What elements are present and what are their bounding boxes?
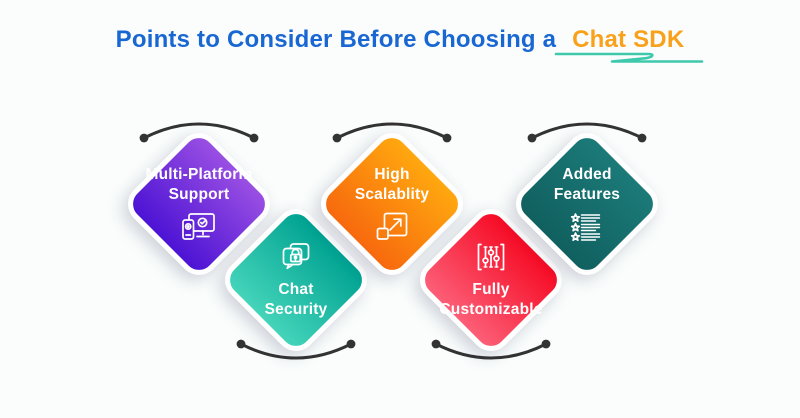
connector-arc-icon — [332, 122, 452, 143]
connector-arc-icon — [527, 122, 647, 143]
star-list-icon — [569, 211, 605, 243]
card-label: Added Features — [553, 165, 621, 203]
page-title: Points to Consider Before Choosing a Cha… — [0, 26, 800, 54]
card-label: High Scalablity — [354, 165, 430, 203]
connector-arc-icon — [236, 339, 356, 360]
card-fully-customizable: Fully Customizable — [411, 200, 571, 360]
card-content: Chat Security — [217, 201, 375, 359]
connector-arc-icon — [139, 122, 259, 143]
title-highlight: Chat SDK — [572, 26, 685, 53]
underline-squiggle-icon — [554, 52, 704, 63]
title-prefix: Points to Consider Before Choosing a — [115, 26, 557, 53]
card-high-scalability: High Scalablity — [312, 122, 472, 284]
connector-arc-icon — [431, 339, 551, 360]
card-chat-security: Chat Security — [216, 200, 376, 360]
expand-icon — [375, 211, 409, 243]
card-label: Fully Customizable — [439, 280, 543, 318]
card-content: High Scalablity — [313, 125, 471, 283]
card-multi-platform-support: Multi-Platform Support — [119, 122, 279, 284]
card-added-features: Added Features — [507, 122, 667, 284]
card-content: Added Features — [508, 125, 666, 283]
card-content: Multi-Platform Support — [120, 125, 278, 283]
chat-lock-icon — [279, 241, 313, 273]
card-label: Multi-Platform Support — [145, 165, 253, 203]
devices-icon — [180, 211, 218, 243]
card-content: Fully Customizable — [412, 201, 570, 359]
sliders-icon — [474, 241, 508, 273]
card-label: Chat Security — [264, 280, 328, 318]
